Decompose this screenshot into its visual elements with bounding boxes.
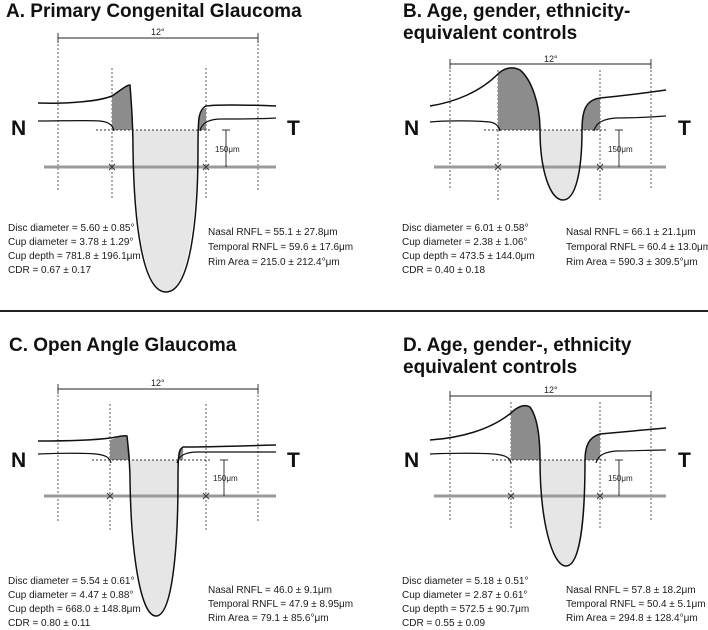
temporal-label: T (678, 449, 691, 472)
stat-line: Rim Area = 215.0 ± 212.4°μm (208, 257, 340, 268)
stat-line: Nasal RNFL = 66.1 ± 21.1μm (566, 227, 696, 238)
rpe-layer-outline (429, 452, 512, 464)
stat-line: CDR = 0.40 ± 0.18 (402, 265, 485, 276)
stat-line: Cup diameter = 4.47 ± 0.88° (8, 590, 133, 601)
stat-line: Rim Area = 294.8 ± 128.4°μm (566, 613, 698, 624)
panel-title-line: D. Age, gender-, ethnicity (403, 335, 632, 356)
baseline-cross (596, 492, 604, 500)
stat-line: Disc diameter = 5.18 ± 0.51° (402, 576, 529, 587)
nasal-rim-region (112, 85, 133, 130)
stat-line: CDR = 0.55 ± 0.09 (402, 618, 485, 629)
stat-line: Cup depth = 668.0 ± 148.8μm (8, 604, 141, 615)
stat-line: CDR = 0.67 ± 0.17 (8, 265, 91, 276)
nasal-label: N (404, 117, 419, 140)
angle-label: 12° (151, 378, 165, 388)
angle-label: 12° (151, 27, 165, 37)
stat-line: Temporal RNFL = 60.4 ± 13.0μm (566, 242, 708, 253)
cup-region (130, 460, 178, 616)
temporal-label: T (287, 449, 300, 472)
nasal-label: N (404, 449, 419, 472)
stat-line: Cup depth = 473.5 ± 144.0μm (402, 251, 535, 262)
nasal-rim-region (110, 435, 130, 460)
stat-line: Rim Area = 79.1 ± 85.6°μm (208, 613, 329, 624)
stat-line: Cup diameter = 2.87 ± 0.61° (402, 590, 527, 601)
temporal-label: T (287, 117, 300, 140)
depth-scale-label: 150μm (215, 145, 240, 154)
stat-line: CDR = 0.80 ± 0.11 (8, 618, 91, 629)
rpe-layer-outline (37, 452, 112, 464)
panel-a: A. Primary Congenital Glaucoma N T 12° 1… (6, 1, 353, 293)
baseline-cross (596, 163, 604, 171)
rpe-layer-outline (176, 451, 276, 464)
stat-line: Disc diameter = 6.01 ± 0.58° (402, 223, 529, 234)
panel-b: B. Age, gender, ethnicity- equivalent co… (402, 1, 708, 276)
rpe-layer-outline (593, 115, 667, 132)
stat-line: Nasal RNFL = 46.0 ± 9.1μm (208, 585, 332, 596)
panel-title-line: A. Primary Congenital Glaucoma (6, 1, 302, 22)
nasal-label: N (11, 449, 26, 472)
baseline-cross (507, 492, 515, 500)
baseline-cross (106, 492, 114, 500)
angle-label: 12° (544, 385, 558, 395)
rpe-layer-outline (429, 120, 501, 132)
stat-line: Cup diameter = 2.38 ± 1.06° (402, 237, 527, 248)
ilm-surface-outline (37, 435, 277, 617)
depth-scale-label: 150μm (608, 145, 633, 154)
baseline-cross (202, 163, 210, 171)
ilm-surface-outline (37, 84, 277, 293)
cup-region (133, 130, 198, 292)
stat-line: Disc diameter = 5.54 ± 0.61° (8, 576, 135, 587)
stat-line: Cup depth = 572.5 ± 90.7μm (402, 604, 529, 615)
temporal-rim-region (585, 434, 600, 460)
angle-label: 12° (544, 54, 558, 64)
stat-line: Temporal RNFL = 47.9 ± 8.95μm (208, 599, 353, 610)
panel-title-line: B. Age, gender, ethnicity- (403, 1, 630, 22)
rpe-layer-outline (199, 117, 277, 132)
temporal-label: T (678, 117, 691, 140)
panel-c: C. Open Angle Glaucoma N T 12° 150μm (8, 335, 353, 629)
ilm-surface-outline (429, 67, 667, 201)
depth-scale-label: 150μm (608, 474, 633, 483)
ilm-surface-outline (429, 404, 667, 567)
depth-scale-label: 150μm (213, 474, 238, 483)
stat-line: Temporal RNFL = 50.4 ± 5.1μm (566, 599, 706, 610)
baseline-cross (494, 163, 502, 171)
cup-region (540, 460, 585, 566)
panel-title-line: equivalent controls (403, 23, 577, 44)
baseline-cross (108, 163, 116, 171)
stat-line: Nasal RNFL = 55.1 ± 27.8μm (208, 227, 338, 238)
nasal-label: N (11, 117, 26, 140)
cup-region (540, 130, 582, 200)
panel-title-line: equivalent controls (403, 357, 577, 378)
panel-title-line: C. Open Angle Glaucoma (9, 335, 237, 356)
stat-line: Temporal RNFL = 59.6 ± 17.6μm (208, 242, 353, 253)
stat-line: Rim Area = 590.3 ± 309.5°μm (566, 257, 698, 268)
baseline-cross (202, 492, 210, 500)
rpe-layer-outline (595, 449, 667, 464)
nasal-rim-region (498, 67, 540, 130)
panel-d: D. Age, gender-, ethnicity equivalent co… (402, 335, 706, 629)
nasal-rim-region (511, 405, 540, 460)
stat-line: Disc diameter = 5.60 ± 0.85° (8, 223, 135, 234)
stat-line: Nasal RNFL = 57.8 ± 18.2μm (566, 585, 696, 596)
stat-line: Cup diameter = 3.78 ± 1.29° (8, 237, 133, 248)
rpe-layer-outline (37, 119, 115, 132)
stat-line: Cup depth = 781.8 ± 196.1μm (8, 251, 141, 262)
